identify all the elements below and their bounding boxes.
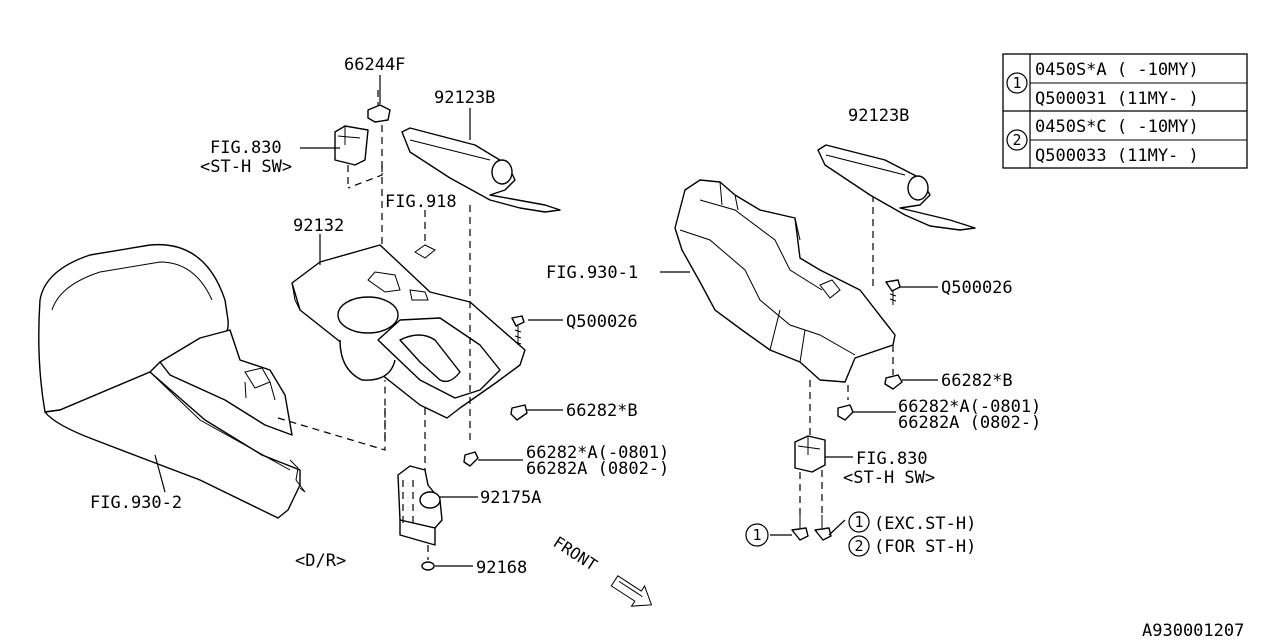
- label-92123B-right: 92123B: [848, 106, 909, 126]
- circle-marker-1-legend-text: 1: [854, 513, 863, 531]
- reference-table: 1 2 0450S*A ( -10MY) Q500031 (11MY- ) 04…: [1002, 53, 1248, 169]
- screw-marker-1: [791, 515, 809, 541]
- circle-marker-1-screw: [745, 523, 769, 547]
- label-66282A-left-2: 66282A (0802-): [526, 459, 669, 479]
- label-q500026-right: Q500026: [941, 278, 1013, 298]
- front-label: FRONT: [550, 532, 601, 574]
- label-fig918: FIG.918: [385, 192, 457, 212]
- screw-q500026-right: [885, 279, 901, 305]
- table-row-2a: 0450S*C ( -10MY): [1035, 117, 1199, 137]
- console-base-930-1: [674, 179, 896, 440]
- switch-right: [794, 435, 826, 515]
- label-66282B-right: 66282*B: [941, 371, 1013, 391]
- label-for-sth: (FOR ST-H): [874, 537, 976, 557]
- label-fig930-1: FIG.930-1: [546, 263, 638, 283]
- label-dr: <D/R>: [295, 551, 346, 571]
- switch-left: [334, 125, 369, 188]
- label-92175A: 92175A: [480, 488, 541, 508]
- label-sthsw-right: <ST-H SW>: [843, 468, 935, 488]
- table-marker-2: [1006, 129, 1028, 151]
- armrest-console-box: [38, 243, 386, 519]
- clip-66282A-left: [463, 451, 479, 467]
- table-row-1a: 0450S*A ( -10MY): [1035, 60, 1199, 80]
- label-66282A-left-1: 66282*A(-0801): [526, 443, 669, 463]
- diagram-id: A930001207: [1142, 621, 1244, 640]
- clip-66282A-right: [837, 404, 854, 421]
- circle-marker-2-legend: [848, 535, 870, 557]
- cap-66244F: [347, 90, 391, 189]
- duct-92123B-left: [401, 127, 561, 213]
- label-92168: 92168: [476, 558, 527, 578]
- table-row-2b: Q500033 (11MY- ): [1035, 146, 1199, 166]
- label-fig930-2: FIG.930-2: [90, 493, 182, 513]
- label-66282A-right-2: 66282A (0802-): [898, 413, 1041, 433]
- label-66282B-left: 66282*B: [566, 401, 638, 421]
- label-q500026-left: Q500026: [566, 312, 638, 332]
- label-66282A-right-1: 66282*A(-0801): [898, 397, 1041, 417]
- clip-66282B-left: [510, 404, 528, 421]
- label-92132: 92132: [293, 216, 344, 236]
- table-row-1b: Q500031 (11MY- ): [1035, 89, 1199, 109]
- console-panel-92132: [291, 165, 526, 490]
- circle-marker-1-screw-text: 1: [752, 526, 761, 544]
- label-exc-sth: (EXC.ST-H): [874, 514, 976, 534]
- label-sthsw-left: <ST-H SW>: [200, 157, 292, 177]
- label-66244F: 66244F: [344, 55, 405, 75]
- screw-marker-2: [814, 515, 832, 541]
- labels: 66244F 92123B FIG.830 <ST-H SW> FIG.918 …: [90, 55, 1244, 640]
- screw-q500026-left: [511, 315, 525, 345]
- circle-marker-1-legend: [848, 511, 870, 533]
- pad-92168: [421, 545, 435, 571]
- duct-92123B-right: [817, 144, 976, 231]
- leader-lines: [154, 75, 938, 567]
- label-fig830-left: FIG.830: [210, 138, 282, 158]
- label-fig830-right: FIG.830: [856, 449, 928, 469]
- front-arrow: FRONT: [550, 532, 653, 607]
- table-marker-1-text: 1: [1012, 74, 1021, 92]
- circle-marker-2-legend-text: 2: [854, 537, 863, 555]
- label-92123B-left: 92123B: [434, 88, 495, 108]
- clip-66282B-right: [884, 374, 903, 390]
- table-marker-1: [1006, 72, 1028, 94]
- bracket-92175A: [397, 465, 443, 546]
- table-marker-2-text: 2: [1012, 131, 1021, 149]
